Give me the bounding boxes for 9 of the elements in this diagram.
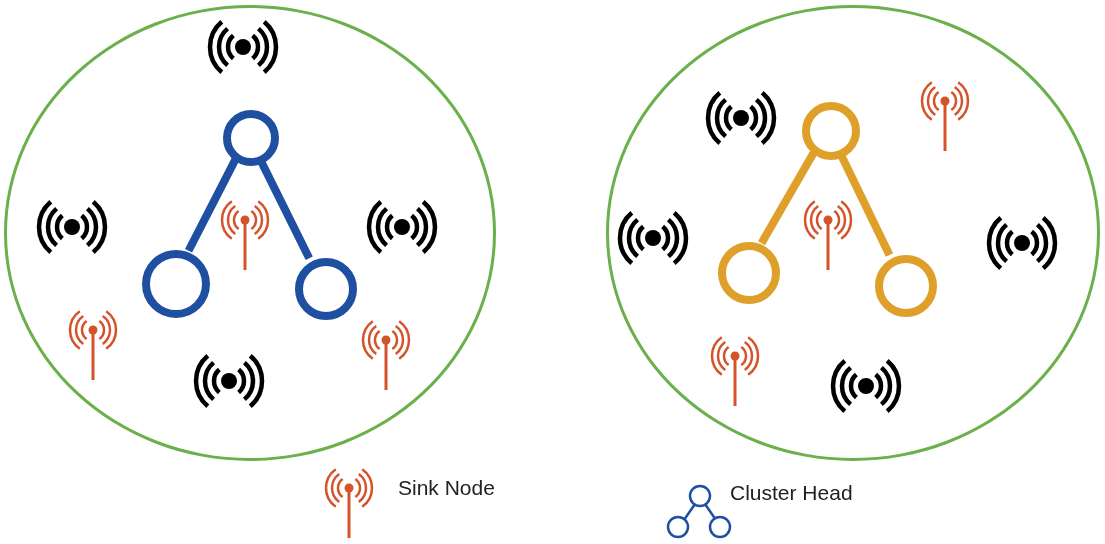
cluster-ellipse [4, 5, 496, 461]
cluster-ellipse [606, 5, 1100, 461]
link-line [758, 151, 817, 246]
node-circle [718, 242, 780, 304]
link-line [184, 158, 239, 253]
node-circle [223, 110, 279, 166]
legend-label: Sink Node [398, 476, 495, 500]
legend-label: Cluster Head [730, 481, 853, 505]
node-circle [802, 102, 860, 160]
